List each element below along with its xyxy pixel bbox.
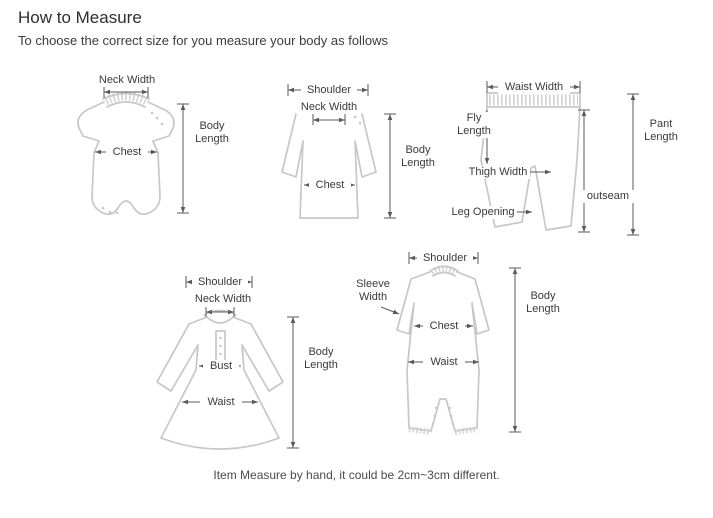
- page-subtitle: To choose the correct size for you measu…: [18, 33, 388, 48]
- pants-waist-width-label: Waist Width: [498, 81, 570, 94]
- dress-bust-label: Bust: [203, 360, 239, 373]
- dress-body-length-arrow: [287, 316, 299, 449]
- romper-illustration: [380, 252, 521, 435]
- shirt-neck-width-label: Neck Width: [296, 101, 362, 114]
- romper-right-cuff-ribbing: [454, 426, 478, 435]
- romper-snap-dots: [431, 406, 455, 426]
- dress-body-length-label: Body Length: [297, 346, 345, 372]
- romper-sleeve-width-arrow: [380, 306, 400, 315]
- bodysuit-neck-width-arrow: [103, 86, 149, 98]
- dress-shoulder-label: Shoulder: [192, 276, 248, 289]
- pants-outseam-label: outseam: [582, 190, 634, 203]
- shirt-outline: [281, 105, 377, 219]
- dress-waist-label: Waist: [200, 396, 242, 409]
- pants-pant-length-arrow: [627, 93, 639, 236]
- romper-outline: [396, 271, 490, 432]
- dress-neckline: [207, 317, 233, 324]
- bodysuit-body-length-arrow: [177, 103, 189, 214]
- pants-pant-length-label: Pant Length: [637, 118, 685, 144]
- bodysuit-body-length-label: Body Length: [188, 120, 236, 146]
- pants-thigh-width-label: Thigh Width: [466, 166, 530, 179]
- pants-outline: [480, 106, 581, 231]
- dress-neck-width-label: Neck Width: [190, 293, 256, 306]
- romper-collar-inner: [432, 271, 456, 277]
- romper-waist-label: Waist: [423, 356, 465, 369]
- bodysuit-neck-width-label: Neck Width: [94, 74, 160, 87]
- shirt-body-length-arrow: [384, 113, 396, 219]
- bodysuit-chest-label: Chest: [106, 146, 148, 159]
- dress-neck-width-arrow: [205, 307, 235, 317]
- romper-left-cuff-ribbing: [408, 426, 432, 435]
- bodysuit-snap-dots: [101, 111, 164, 215]
- bodysuit-collar-inner: [106, 101, 146, 108]
- measure-disclaimer: Item Measure by hand, it could be 2cm~3c…: [213, 468, 500, 482]
- pants-fly-length-label: Fly Length: [452, 112, 496, 138]
- dress-collar-outer: [203, 309, 237, 316]
- romper-sleeve-width-label: Sleeve Width: [348, 278, 398, 304]
- romper-chest-label: Chest: [423, 320, 465, 333]
- romper-body-length-label: Body Length: [519, 290, 567, 316]
- bodysuit-collar-ribbing: [103, 91, 149, 106]
- pants-leg-opening-label: Leg Opening: [450, 206, 516, 219]
- shirt-shoulder-label: Shoulder: [301, 84, 357, 97]
- dress-outline: [156, 316, 284, 450]
- shirt-body-length-label: Body Length: [394, 144, 442, 170]
- pants-outseam-arrow: [578, 109, 590, 233]
- romper-collar-outer: [429, 265, 459, 272]
- romper-shoulder-label: Shoulder: [417, 252, 473, 265]
- shirt-chest-label: Chest: [309, 179, 351, 192]
- bodysuit-outline: [77, 101, 175, 216]
- page-title: How to Measure: [18, 8, 142, 27]
- romper-body-length-arrow: [509, 267, 521, 433]
- bodysuit-illustration: [77, 86, 189, 216]
- dress-button-dots: [219, 336, 222, 356]
- shirt-neck-width-arrow: [312, 114, 346, 125]
